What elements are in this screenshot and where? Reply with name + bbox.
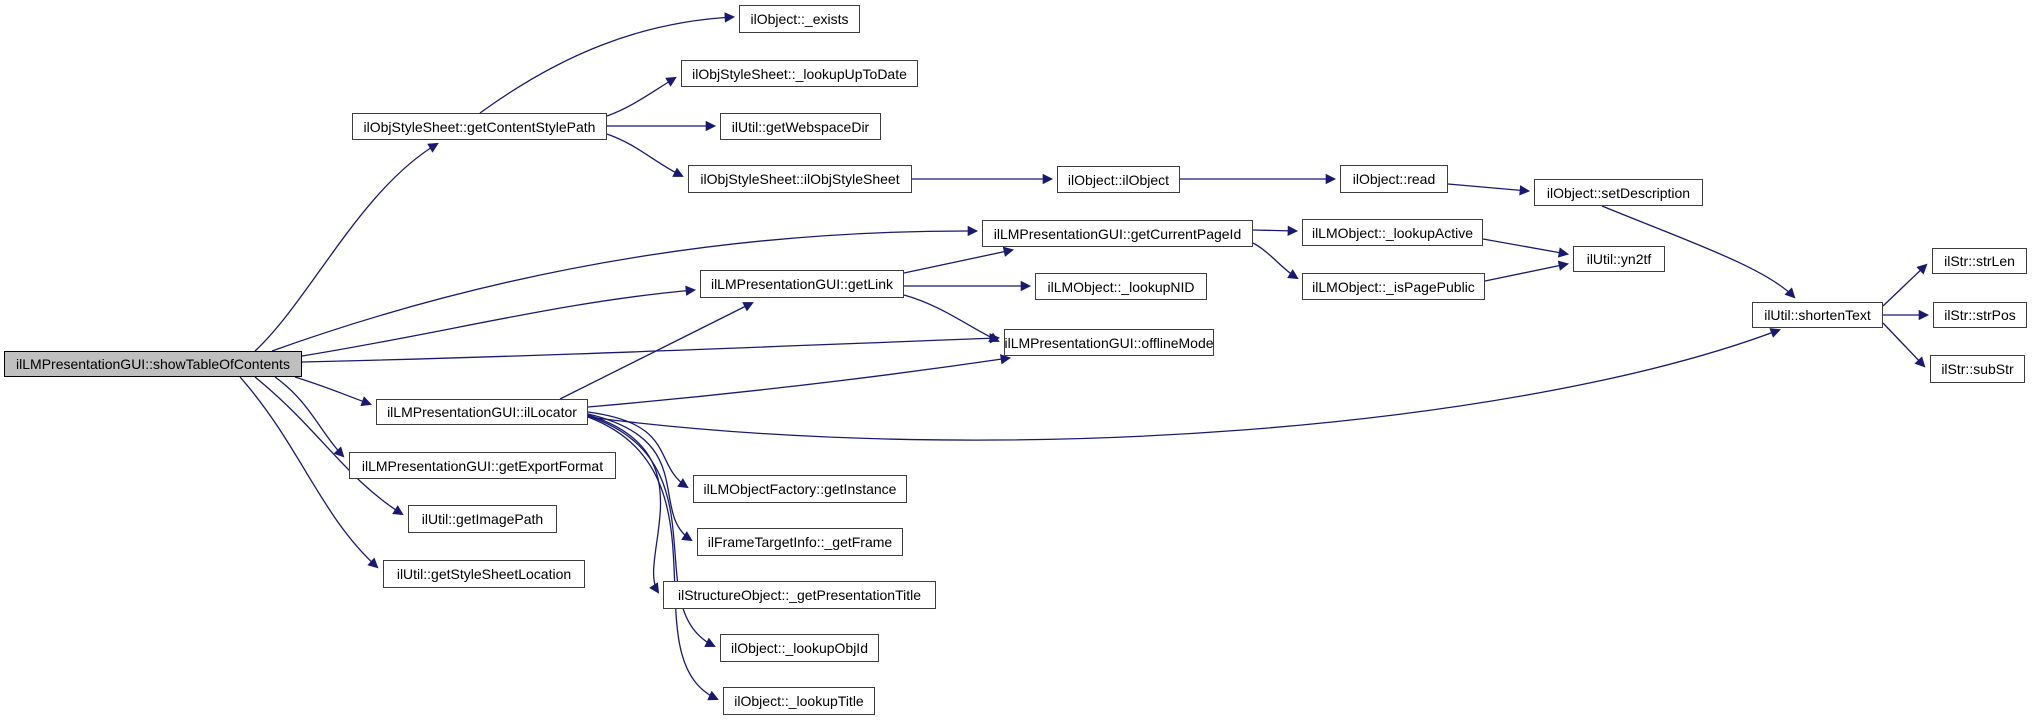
edge-il-locator-to-get-instance bbox=[587, 411, 689, 489]
edge-il-locator-to-get-presentation-title bbox=[587, 414, 662, 594]
node-read[interactable]: ilObject::read bbox=[1340, 165, 1448, 193]
node-get-frame[interactable]: ilFrameTargetInfo::_getFrame bbox=[697, 528, 903, 556]
node-str-len[interactable]: ilStr::strLen bbox=[1932, 248, 2027, 274]
node-get-current-page-id[interactable]: ilLMPresentationGUI::getCurrentPageId bbox=[982, 220, 1253, 247]
node-lookup-obj-id[interactable]: ilObject::_lookupObjId bbox=[720, 634, 879, 662]
node-shorten-text[interactable]: ilUtil::shortenText bbox=[1752, 302, 1883, 328]
edge-shorten-text-to-str-len bbox=[1882, 263, 1928, 307]
node-show-table-of-contents[interactable]: ilLMPresentationGUI::showTableOfContents bbox=[4, 351, 302, 377]
node-il-object-ctor[interactable]: ilObject::ilObject bbox=[1057, 166, 1180, 193]
node-get-webspace-dir[interactable]: ilUtil::getWebspaceDir bbox=[720, 113, 881, 140]
node-get-presentation-title[interactable]: ilStructureObject::_getPresentationTitle bbox=[663, 581, 936, 609]
edge-get-link-to-get-current-page-id bbox=[903, 246, 1015, 274]
edge-show-table-of-contents-to-get-style-sheet-location bbox=[239, 376, 379, 569]
edge-il-locator-to-lookup-obj-id bbox=[587, 415, 716, 648]
edge-read-to-set-description bbox=[1447, 183, 1531, 196]
node-il-obj-style-sheet-ctor[interactable]: ilObjStyleSheet::ilObjStyleSheet bbox=[688, 165, 912, 193]
edge-il-locator-to-offline-mode bbox=[587, 354, 1012, 408]
edge-show-table-of-contents-to-get-link bbox=[301, 285, 697, 357]
edge-show-table-of-contents-to-offline-mode bbox=[301, 333, 1001, 363]
node-lookup-nid[interactable]: ilLMObject::_lookupNID bbox=[1035, 273, 1207, 300]
node-yn2tf[interactable]: ilUtil::yn2tf bbox=[1573, 246, 1665, 272]
edge-show-table-of-contents-to-get-content-style-path bbox=[254, 142, 439, 352]
node-sub-str[interactable]: ilStr::subStr bbox=[1930, 355, 2025, 383]
edge-il-locator-to-shorten-text bbox=[587, 328, 1781, 441]
edge-il-locator-to-get-link bbox=[559, 302, 754, 400]
edge-show-table-of-contents-to-get-export-format bbox=[274, 376, 345, 458]
edge-shorten-text-to-sub-str bbox=[1882, 322, 1926, 368]
edge-set-description-to-shorten-text bbox=[1601, 205, 1796, 299]
node-get-instance[interactable]: ilLMObjectFactory::getInstance bbox=[693, 475, 907, 503]
node-get-link[interactable]: ilLMPresentationGUI::getLink bbox=[700, 270, 904, 298]
node-get-export-format[interactable]: ilLMPresentationGUI::getExportFormat bbox=[349, 452, 616, 479]
edge-get-content-style-path-to-exists bbox=[479, 12, 736, 114]
node-set-description[interactable]: ilObject::setDescription bbox=[1534, 179, 1703, 206]
node-lookup-up-to-date[interactable]: ilObjStyleSheet::_lookupUpToDate bbox=[681, 60, 918, 87]
node-exists[interactable]: ilObject::_exists bbox=[739, 5, 860, 33]
edge-is-page-public-to-yn2tf bbox=[1484, 260, 1570, 282]
node-get-content-style-path[interactable]: ilObjStyleSheet::getContentStylePath bbox=[352, 113, 607, 140]
edge-get-content-style-path-to-il-obj-style-sheet-ctor bbox=[606, 133, 684, 177]
edge-il-locator-to-get-frame bbox=[587, 413, 693, 542]
node-get-style-sheet-location[interactable]: ilUtil::getStyleSheetLocation bbox=[383, 560, 585, 588]
node-get-image-path[interactable]: ilUtil::getImagePath bbox=[408, 505, 557, 533]
edge-show-table-of-contents-to-get-image-path bbox=[254, 376, 404, 516]
edge-get-link-to-offline-mode bbox=[903, 294, 1000, 342]
node-lookup-title[interactable]: ilObject::_lookupTitle bbox=[723, 687, 875, 715]
edge-il-locator-to-lookup-title bbox=[587, 416, 719, 701]
edge-get-content-style-path-to-lookup-up-to-date bbox=[606, 76, 677, 117]
node-il-locator[interactable]: ilLMPresentationGUI::ilLocator bbox=[376, 399, 588, 425]
node-offline-mode[interactable]: ilLMPresentationGUI::offlineMode bbox=[1004, 329, 1214, 356]
edge-get-current-page-id-to-lookup-active bbox=[1252, 225, 1299, 237]
edge-lookup-active-to-yn2tf bbox=[1482, 238, 1570, 258]
edge-get-current-page-id-to-is-page-public bbox=[1252, 242, 1299, 280]
edge-show-table-of-contents-to-il-locator bbox=[294, 376, 372, 407]
node-is-page-public[interactable]: ilLMObject::_isPagePublic bbox=[1302, 273, 1485, 300]
node-lookup-active[interactable]: ilLMObject::_lookupActive bbox=[1302, 219, 1483, 246]
node-str-pos[interactable]: ilStr::strPos bbox=[1933, 302, 2027, 328]
edge-show-table-of-contents-to-get-current-page-id bbox=[271, 225, 979, 352]
